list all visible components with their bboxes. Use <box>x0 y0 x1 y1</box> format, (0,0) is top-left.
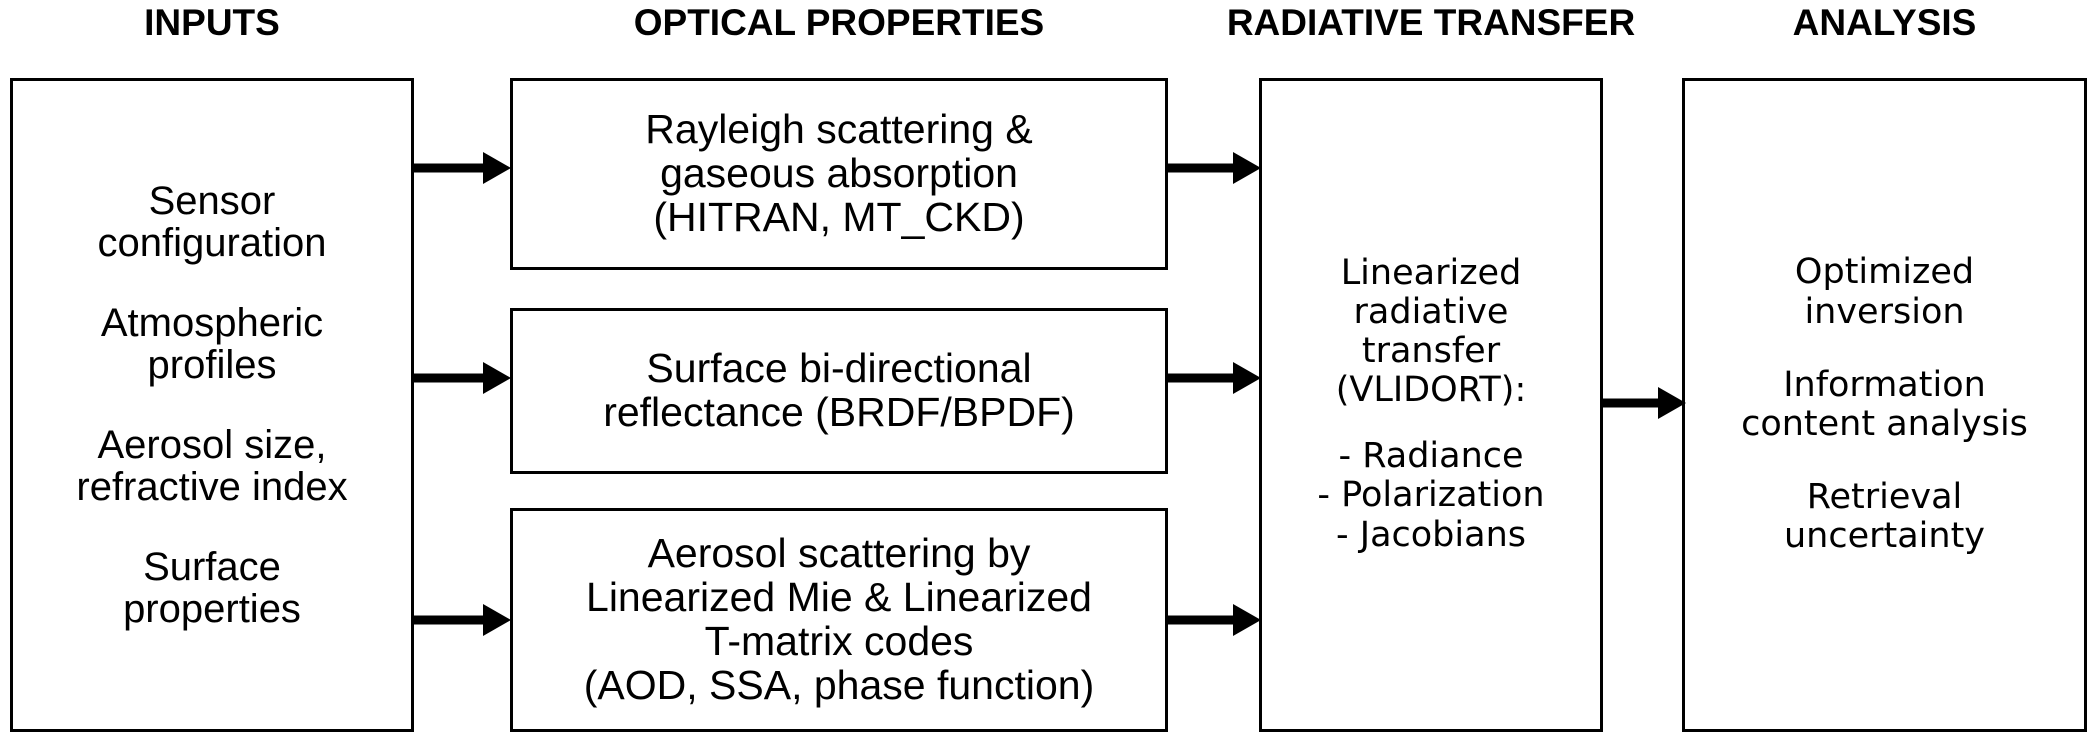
rt-title: Linearized radiative transfer (VLIDORT): <box>1262 252 1600 411</box>
column-heading-analysis: ANALYSIS <box>1792 2 1977 43</box>
inputs-item-line: Aerosol size, <box>97 423 327 467</box>
arrow-rayleigh-to-rt <box>1167 146 1263 190</box>
rt-list-item-polarization: - Polarization <box>1317 475 1545 516</box>
inputs-item-sensor-configuration: Sensor configuration <box>13 180 411 264</box>
inputs-item-line: Atmospheric <box>100 301 324 345</box>
analysis-item-information-content-analysis: Information content analysis <box>1685 364 2084 444</box>
inputs-item-line: Sensor <box>148 179 276 223</box>
optical-box-line: Aerosol scattering by <box>647 530 1031 577</box>
arrow-inputs-to-brdf <box>413 356 513 400</box>
optical-box-line: Rayleigh scattering & <box>645 106 1033 153</box>
rt-title-line: radiative <box>1353 291 1509 332</box>
inputs-item-line: profiles <box>147 343 277 387</box>
optical-box-aerosol-scattering: Aerosol scattering by Linearized Mie & L… <box>510 508 1168 732</box>
arrow-inputs-to-rayleigh <box>413 146 513 190</box>
inputs-item-atmospheric-profiles: Atmospheric profiles <box>13 302 411 386</box>
optical-box-surface-bidirectional-reflectance: Surface bi-directional reflectance (BRDF… <box>510 308 1168 474</box>
rt-title-line: Linearized <box>1340 252 1522 293</box>
analysis-item-line: inversion <box>1804 291 1965 332</box>
analysis-item-line: uncertainty <box>1783 516 1986 557</box>
optical-box-line: gaseous absorption <box>660 150 1018 197</box>
optical-box-line: reflectance (BRDF/BPDF) <box>603 389 1075 435</box>
optical-box-line: Linearized Mie & Linearized <box>586 574 1092 621</box>
analysis-item-retrieval-uncertainty: Retrieval uncertainty <box>1685 477 2084 557</box>
analysis-box: Optimized inversion Information content … <box>1682 78 2087 732</box>
rt-list-item-jacobians: - Jacobians <box>1336 515 1526 556</box>
inputs-box: Sensor configuration Atmospheric profile… <box>10 78 414 732</box>
analysis-item-optimized-inversion: Optimized inversion <box>1685 252 2084 332</box>
optical-box-line: Surface bi-directional <box>646 345 1032 392</box>
arrow-brdf-to-rt <box>1167 356 1263 400</box>
column-heading-radiative-transfer: RADIATIVE TRANSFER <box>1226 2 1636 43</box>
rt-output-list: - Radiance - Polarization - Jacobians <box>1262 435 1600 557</box>
radiative-transfer-box: Linearized radiative transfer (VLIDORT):… <box>1259 78 1603 732</box>
column-heading-optical-properties: OPTICAL PROPERTIES <box>633 2 1045 43</box>
inputs-item-surface-properties: Surface properties <box>13 546 411 630</box>
column-heading-inputs: INPUTS <box>144 2 280 43</box>
rt-title-line: transfer <box>1361 331 1501 372</box>
analysis-item-line: content analysis <box>1741 404 2028 444</box>
analysis-item-line: Information <box>1783 364 1986 405</box>
analysis-item-line: Retrieval <box>1806 477 1963 518</box>
optical-box-line: T-matrix codes <box>704 618 974 664</box>
inputs-item-line: configuration <box>97 221 327 265</box>
optical-box-line: (AOD, SSA, phase function) <box>583 661 1095 708</box>
arrow-inputs-to-aerosol <box>413 598 513 642</box>
rt-title-line: (VLIDORT): <box>1335 370 1527 411</box>
analysis-item-line: Optimized <box>1794 252 1975 293</box>
rt-list-item-radiance: - Radiance <box>1338 435 1524 476</box>
inputs-item-line: properties <box>123 587 301 631</box>
optical-box-rayleigh-scattering: Rayleigh scattering & gaseous absorption… <box>510 78 1168 270</box>
arrow-aerosol-to-rt <box>1167 598 1263 642</box>
arrow-rt-to-analysis <box>1600 381 1688 425</box>
optical-box-line: (HITRAN, MT_CKD) <box>653 193 1025 240</box>
inputs-item-line: Surface <box>143 545 281 589</box>
inputs-item-line: refractive index <box>76 465 348 509</box>
inputs-item-aerosol-size-refractive-index: Aerosol size, refractive index <box>13 424 411 508</box>
